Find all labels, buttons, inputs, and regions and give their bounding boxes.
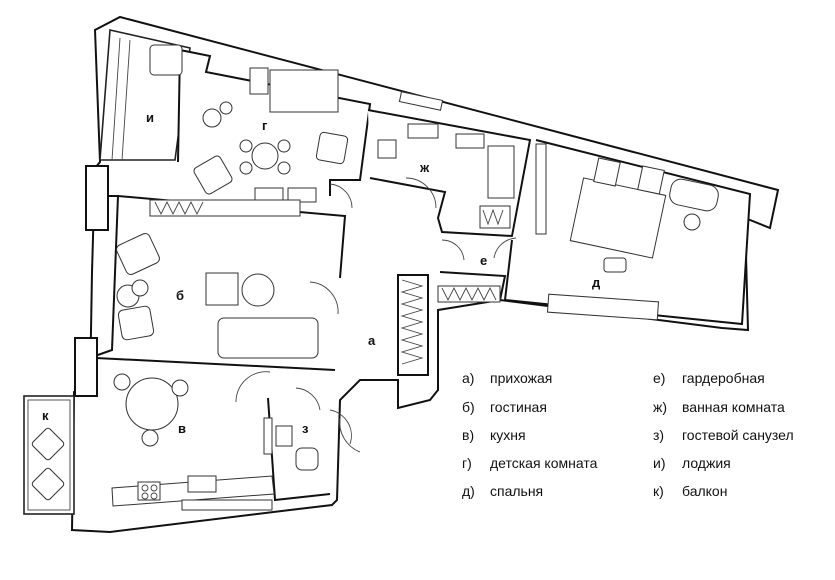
legend-key: з) [653, 427, 664, 443]
guest-wc-furniture [263, 417, 319, 471]
legend-text: кухня [490, 427, 526, 443]
legend-text: лоджия [682, 455, 731, 471]
room-label-hall: а [368, 333, 376, 348]
legend-text: гостиная [490, 399, 547, 415]
legend-text: спальня [490, 483, 543, 499]
room-labels: а б в г д е ж з и к [42, 110, 601, 436]
legend-key: г) [462, 455, 472, 471]
living-room-furniture [116, 199, 319, 359]
room-label-living: б [176, 288, 184, 303]
outer-walls [70, 15, 780, 534]
room-label-wardrobe: е [480, 253, 487, 268]
legend-text: гардеробная [682, 370, 765, 386]
legend-key: а) [462, 370, 474, 386]
column [74, 337, 98, 397]
bathroom-furniture [377, 91, 515, 229]
bed [269, 69, 339, 113]
dining-table [125, 377, 179, 431]
children-room-furniture [193, 67, 349, 203]
column [85, 165, 109, 231]
coffee-table [205, 272, 239, 306]
legend: а) прихожая б) гостиная в) кухня г) детс… [462, 370, 794, 499]
legend-key: б) [462, 399, 475, 415]
room-label-kitchen: в [178, 421, 186, 436]
balcony [23, 395, 75, 515]
room-label-bedroom: д [592, 275, 601, 290]
kitchen-furniture [111, 373, 275, 511]
room-label-balcony: к [42, 408, 49, 423]
room-label-loggia: и [146, 110, 154, 125]
loggia-armchair [149, 44, 183, 76]
legend-key: и) [653, 455, 665, 471]
legend-key: д) [462, 483, 475, 499]
double-bed [569, 177, 667, 259]
legend-key: ж) [653, 399, 667, 415]
room-label-guest-wc: з [302, 421, 309, 436]
sofa [217, 317, 319, 359]
bedroom-furniture [535, 143, 719, 321]
legend-text: ванная комната [682, 399, 785, 415]
legend-text: балкон [682, 483, 727, 499]
legend-text: гостевой санузел [682, 427, 794, 443]
wardrobe-furniture [400, 279, 501, 365]
nightstand [249, 67, 269, 95]
legend-text: прихожая [490, 370, 552, 386]
legend-key: к) [653, 483, 664, 499]
room-label-children: г [262, 118, 268, 133]
legend-key: в) [462, 427, 474, 443]
legend-text: детская комната [490, 455, 598, 471]
legend-key: е) [653, 370, 665, 386]
door-swings [235, 177, 517, 453]
room-label-bathroom: ж [419, 160, 430, 175]
